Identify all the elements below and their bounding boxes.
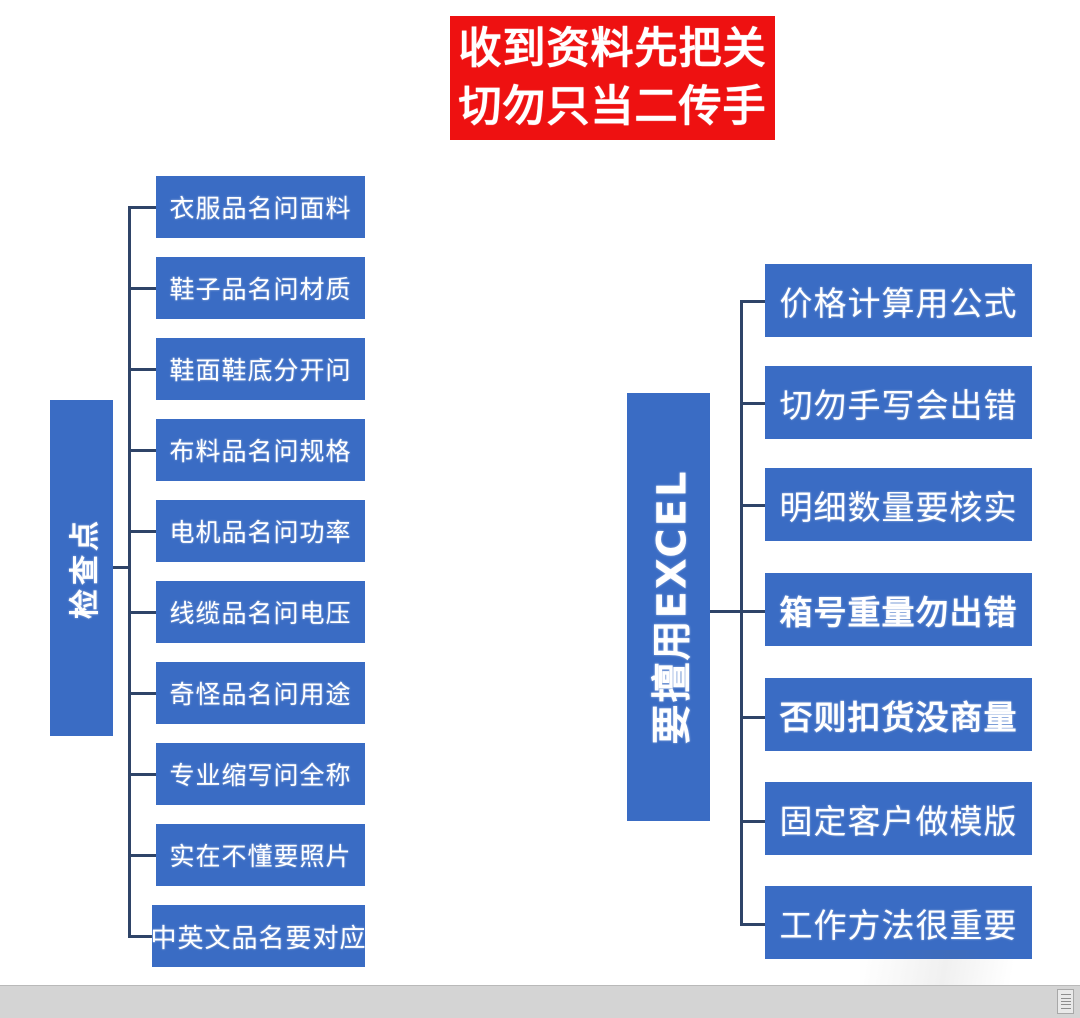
left-stub-4 bbox=[128, 449, 157, 452]
left-stub-10 bbox=[128, 935, 153, 938]
bottom-chrome-strip bbox=[0, 985, 1080, 1018]
left-stub-1 bbox=[128, 206, 157, 209]
right-trunk-label: 要擅用EXCEL bbox=[649, 469, 696, 745]
left-stub-3 bbox=[128, 368, 157, 371]
left-item-10[interactable]: 中英文品名要对应 bbox=[151, 905, 366, 967]
title-line-2: 切勿只当二传手 bbox=[458, 82, 767, 132]
left-item-2[interactable]: 鞋子品名问材质 bbox=[156, 257, 365, 319]
right-item-1[interactable]: 价格计算用公式 bbox=[765, 264, 1032, 337]
left-item-1[interactable]: 衣服品名问面料 bbox=[156, 176, 365, 238]
left-stub-6 bbox=[128, 611, 157, 614]
right-item-7[interactable]: 工作方法很重要 bbox=[765, 886, 1032, 959]
left-trunk-label: 检查点 bbox=[67, 517, 103, 619]
left-stub-9 bbox=[128, 854, 157, 857]
right-stub-5 bbox=[740, 716, 766, 719]
right-stub-7 bbox=[740, 923, 766, 926]
right-item-6[interactable]: 固定客户做模版 bbox=[765, 782, 1032, 855]
right-trunk-connector bbox=[710, 610, 743, 613]
left-item-5[interactable]: 电机品名问功率 bbox=[156, 500, 365, 562]
left-stub-7 bbox=[128, 692, 157, 695]
right-stub-2 bbox=[740, 402, 766, 405]
right-item-5[interactable]: 否则扣货没商量 bbox=[765, 678, 1032, 751]
left-trunk-checkpoints[interactable]: 检查点 bbox=[50, 400, 113, 736]
left-item-7[interactable]: 奇怪品名问用途 bbox=[156, 662, 365, 724]
right-item-4[interactable]: 箱号重量勿出错 bbox=[765, 573, 1032, 646]
right-stub-1 bbox=[740, 300, 766, 303]
left-trunk-connector bbox=[113, 566, 131, 569]
right-stub-6 bbox=[740, 820, 766, 823]
right-item-3[interactable]: 明细数量要核实 bbox=[765, 468, 1032, 541]
left-item-4[interactable]: 布料品名问规格 bbox=[156, 419, 365, 481]
right-stub-3 bbox=[740, 504, 766, 507]
left-stub-8 bbox=[128, 773, 157, 776]
left-item-8[interactable]: 专业缩写问全称 bbox=[156, 743, 365, 805]
left-spine bbox=[128, 206, 131, 936]
left-item-3[interactable]: 鞋面鞋底分开问 bbox=[156, 338, 365, 400]
title-banner: 收到资料先把关 切勿只当二传手 bbox=[450, 16, 775, 140]
left-stub-5 bbox=[128, 530, 157, 533]
right-item-2[interactable]: 切勿手写会出错 bbox=[765, 366, 1032, 439]
left-item-9[interactable]: 实在不懂要照片 bbox=[156, 824, 365, 886]
left-item-6[interactable]: 线缆品名问电压 bbox=[156, 581, 365, 643]
diagram-canvas: 收到资料先把关 切勿只当二传手 检查点 衣服品名问面料 鞋子品名问材质 鞋面鞋底… bbox=[50, 16, 1050, 985]
title-line-1: 收到资料先把关 bbox=[458, 24, 767, 74]
left-stub-2 bbox=[128, 287, 157, 290]
right-trunk-excel[interactable]: 要擅用EXCEL bbox=[627, 393, 710, 821]
watermark-smudge bbox=[860, 950, 1050, 985]
right-stub-4 bbox=[740, 610, 766, 613]
document-panel-icon[interactable] bbox=[1057, 989, 1074, 1014]
